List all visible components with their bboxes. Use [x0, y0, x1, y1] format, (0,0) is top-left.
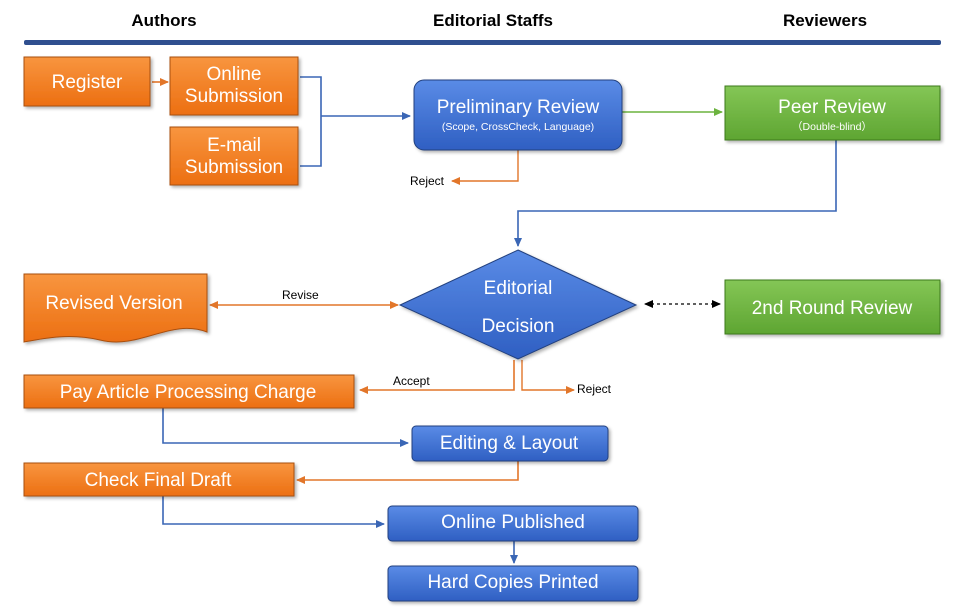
node-peer-review-title: Peer Review [778, 97, 886, 118]
node-check-final-draft: Check Final Draft [23, 462, 295, 497]
edge-preliminary-reject [451, 150, 519, 185]
node-second-round-review: 2nd Round Review [724, 279, 941, 335]
node-pay-apc: Pay Article Processing Charge [23, 374, 355, 409]
node-editing-layout-label: Editing & Layout [440, 433, 579, 454]
header-reviewers: Reviewers [783, 11, 867, 30]
node-email-submission-line1: E-mail [207, 135, 261, 156]
node-editing-layout: Editing & Layout [411, 425, 609, 462]
node-preliminary-review: Preliminary Review (Scope, CrossCheck, L… [413, 79, 623, 151]
edge-check-to-published [162, 496, 385, 528]
node-revised-version-label: Revised Version [45, 293, 182, 314]
edge-pay-to-editing [162, 408, 409, 447]
node-register: Register [23, 56, 151, 107]
edge-editing-to-check [296, 461, 519, 484]
node-online-submission: Online Submission [169, 56, 299, 116]
node-email-submission-line2: Submission [185, 157, 283, 178]
node-peer-review-subtitle: （Double-blind） [792, 121, 872, 133]
edge-submission-bracket [300, 76, 322, 167]
header-rule [24, 40, 941, 45]
node-online-published-label: Online Published [441, 512, 585, 533]
header-editorial-staffs: Editorial Staffs [433, 11, 553, 30]
node-hard-copies-printed-label: Hard Copies Printed [427, 572, 598, 593]
node-preliminary-review-subtitle: (Scope, CrossCheck, Language) [442, 121, 594, 133]
node-revised-version: Revised Version [23, 273, 208, 343]
node-pay-apc-label: Pay Article Processing Charge [60, 382, 317, 403]
node-editorial-decision: Editorial Decision [398, 249, 638, 360]
edge-accept [359, 360, 515, 394]
node-editorial-decision-line2: Decision [482, 316, 555, 337]
node-online-submission-line2: Submission [185, 86, 283, 107]
node-check-final-draft-label: Check Final Draft [85, 470, 232, 491]
edge-peer-to-decision [514, 140, 837, 247]
node-peer-review: Peer Review （Double-blind） [724, 85, 941, 141]
node-second-round-review-label: 2nd Round Review [752, 298, 913, 319]
label-accept: Accept [393, 374, 430, 388]
label-revise: Revise [282, 288, 319, 302]
edge-decision-reject [521, 360, 575, 394]
node-editorial-decision-line1: Editorial [484, 278, 553, 299]
node-online-published: Online Published [387, 505, 639, 542]
node-email-submission: E-mail Submission [169, 126, 299, 186]
node-online-submission-line1: Online [207, 64, 262, 85]
label-reject-decision: Reject [577, 382, 612, 396]
node-register-label: Register [52, 72, 123, 93]
node-hard-copies-printed: Hard Copies Printed [387, 565, 639, 602]
header-authors: Authors [131, 11, 196, 30]
node-preliminary-review-title: Preliminary Review [437, 97, 600, 118]
label-reject-preliminary: Reject [410, 174, 445, 188]
